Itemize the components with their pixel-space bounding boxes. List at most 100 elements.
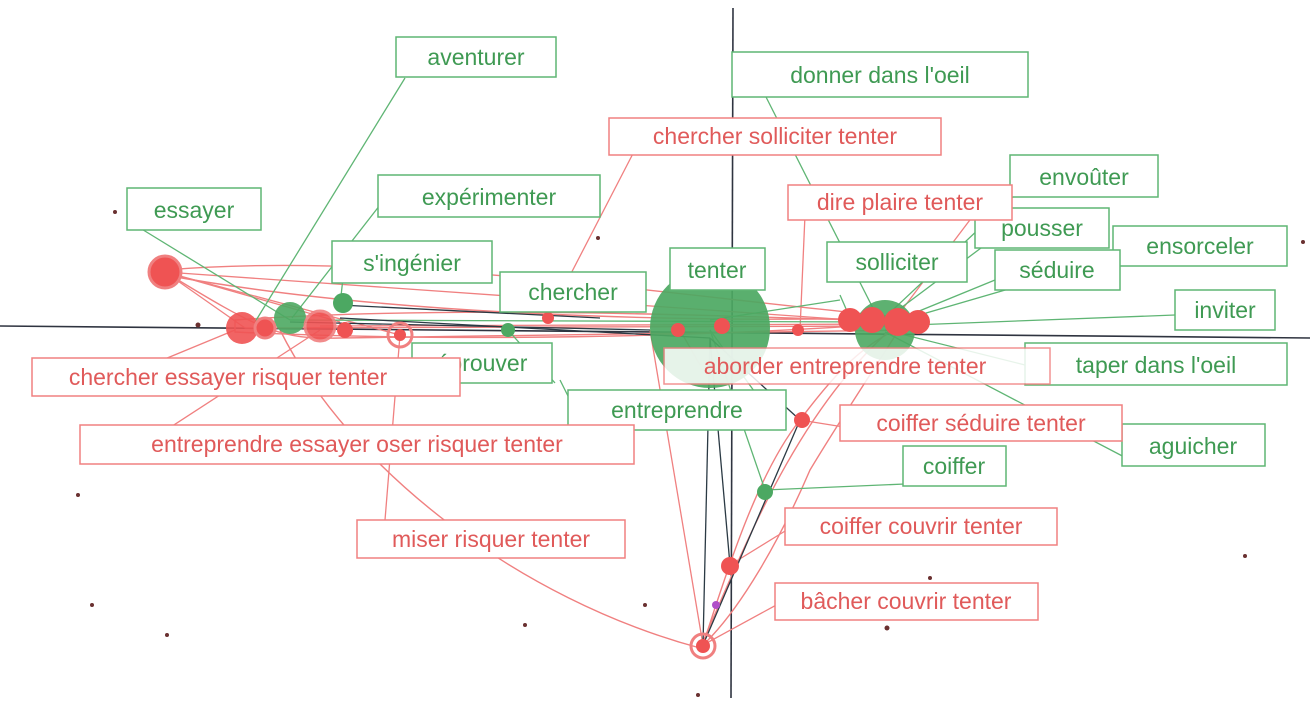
node-red xyxy=(253,316,277,340)
speck xyxy=(113,210,117,214)
label-text: expérimenter xyxy=(422,184,557,210)
node-purple xyxy=(712,601,720,609)
connector xyxy=(884,314,1176,327)
label-text: entreprendre essayer oser risquer tenter xyxy=(151,431,563,457)
node-red xyxy=(542,312,554,324)
connector xyxy=(139,227,291,321)
label-text: aborder entreprendre tenter xyxy=(704,353,987,379)
label-coiffer-couvrir-tenter: coiffer couvrir tenter xyxy=(784,507,1058,546)
label-text: chercher xyxy=(528,279,618,305)
speck xyxy=(884,625,890,631)
label-donner-dans-l-oeil: donner dans l'oeil xyxy=(731,51,1029,98)
label-coiffer: coiffer xyxy=(902,445,1007,487)
label-text: entreprendre xyxy=(611,397,743,423)
label-dire-plaire-tenter: dire plaire tenter xyxy=(787,184,1013,221)
node-red xyxy=(147,254,183,290)
label-aguicher: aguicher xyxy=(1121,423,1266,467)
node-red xyxy=(337,322,353,338)
connector xyxy=(164,271,401,336)
speck xyxy=(76,493,80,497)
node-red xyxy=(386,321,414,349)
label-text: chercher solliciter tenter xyxy=(653,123,897,149)
connector xyxy=(702,419,801,646)
label-text: aventurer xyxy=(427,44,525,70)
label-entreprendre: entreprendre xyxy=(567,389,787,431)
label-aventurer: aventurer xyxy=(395,36,557,78)
red-labels: chercher solliciter tenter dire plaire t… xyxy=(31,117,1123,621)
label-chercher-solliciter-tenter: chercher solliciter tenter xyxy=(608,117,942,156)
label-text: dire plaire tenter xyxy=(817,189,984,215)
speck xyxy=(1243,554,1247,558)
connector xyxy=(649,329,704,646)
node-green xyxy=(274,302,306,334)
label-text: s'ingénier xyxy=(363,250,461,276)
label-text: essayer xyxy=(154,197,235,223)
node-red xyxy=(696,639,710,653)
node-red xyxy=(226,312,258,344)
label-text: solliciter xyxy=(855,249,938,275)
speck xyxy=(643,603,647,607)
label-text: chercher essayer risquer tenter xyxy=(69,364,388,390)
node-red xyxy=(394,329,406,341)
label-tenter: tenter xyxy=(669,247,766,291)
connector xyxy=(339,304,601,319)
label-essayer: essayer xyxy=(126,187,262,231)
speck xyxy=(596,236,600,240)
label-text: bâcher couvrir tenter xyxy=(801,588,1012,614)
node-red xyxy=(906,310,930,334)
node-red xyxy=(689,632,717,660)
label-bacher-couvrir-tenter: bâcher couvrir tenter xyxy=(774,582,1039,621)
node-red xyxy=(859,307,885,333)
speck xyxy=(195,322,201,328)
label-text: tenter xyxy=(688,257,747,283)
label-miser-risquer-tenter: miser risquer tenter xyxy=(356,519,626,559)
connector xyxy=(289,321,651,331)
label-inviter: inviter xyxy=(1174,289,1276,331)
node-green xyxy=(757,484,773,500)
node-red xyxy=(884,308,912,336)
node-red xyxy=(671,323,685,337)
connector xyxy=(319,323,906,327)
label-entreprendre-essayer-oser-risquer-tenter: entreprendre essayer oser risquer tenter xyxy=(79,424,635,465)
connector xyxy=(339,317,711,339)
label-aborder-entreprendre-tenter: aborder entreprendre tenter xyxy=(663,347,1051,385)
label-text: ensorceler xyxy=(1146,233,1254,259)
label-s-ingenier: s'ingénier xyxy=(331,240,493,284)
connector xyxy=(254,77,406,323)
label-text: envoûter xyxy=(1039,164,1129,190)
label-coiffer-seduire-tenter: coiffer séduire tenter xyxy=(839,404,1123,442)
label-text: taper dans l'oeil xyxy=(1076,352,1236,378)
connector xyxy=(764,483,906,491)
label-chercher-essayer-risquer-tenter: chercher essayer risquer tenter xyxy=(31,357,461,397)
node-green xyxy=(333,293,353,313)
speck xyxy=(523,623,527,627)
node-green xyxy=(501,323,515,337)
connector xyxy=(702,337,711,646)
label-text: coiffer xyxy=(923,453,986,479)
node-red xyxy=(721,557,739,575)
speck xyxy=(928,576,932,580)
connector xyxy=(702,602,781,646)
connector xyxy=(729,527,791,566)
connector xyxy=(799,214,806,331)
label-chercher: chercher xyxy=(499,271,647,313)
node-red xyxy=(714,318,730,334)
label-text: coiffer séduire tenter xyxy=(876,410,1086,436)
label-solliciter: solliciter xyxy=(826,241,968,283)
green-labels: aventurer donner dans l'oeil envoûter es… xyxy=(126,36,1288,487)
label-text: miser risquer tenter xyxy=(392,526,590,552)
speck xyxy=(696,693,700,697)
speck xyxy=(165,633,169,637)
node-red xyxy=(838,308,862,332)
label-ensorceler: ensorceler xyxy=(1112,225,1288,267)
node-red xyxy=(794,412,810,428)
label-envouter: envoûter xyxy=(1009,154,1159,198)
speck xyxy=(1301,240,1305,244)
label-pousser: pousser xyxy=(974,207,1110,249)
label-text: aguicher xyxy=(1149,433,1238,459)
node-red xyxy=(303,309,337,343)
label-text: pousser xyxy=(1001,215,1083,241)
label-seduire: séduire xyxy=(994,249,1121,291)
